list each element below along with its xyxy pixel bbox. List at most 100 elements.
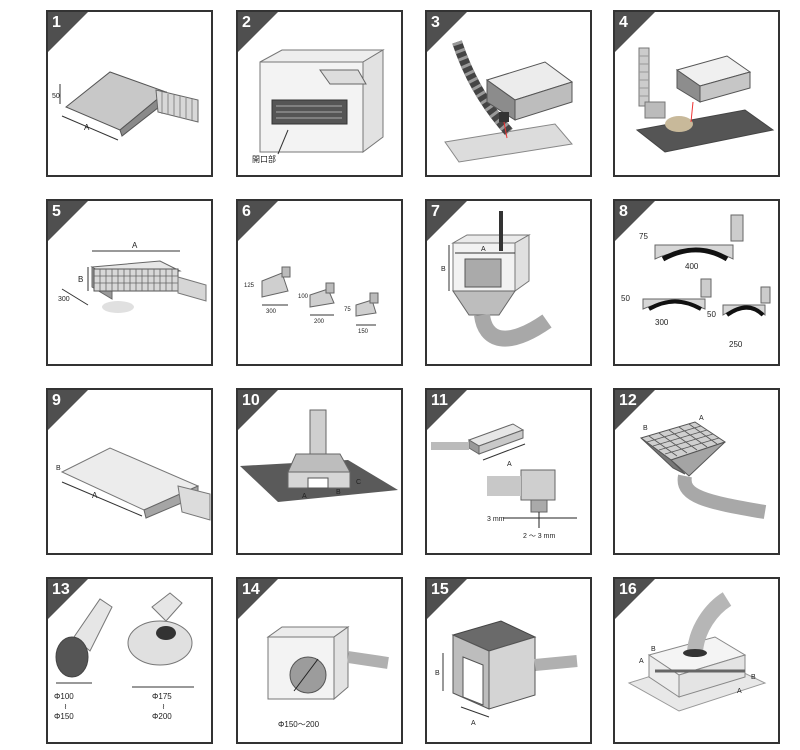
width-1-label: 400 (685, 262, 699, 271)
dim-side-label: 50 (52, 93, 60, 100)
panel-10: A B C 10 (236, 388, 403, 555)
diameter-2-range-mark: ≀ (162, 702, 165, 711)
height-2-label: 100 (298, 294, 309, 300)
dim-a-label: A (132, 241, 138, 250)
panel-number: 3 (431, 14, 440, 31)
panel-number-corner (427, 390, 467, 430)
diameter-1-range-mark: ≀ (64, 702, 67, 711)
dim-a-label: A (84, 123, 90, 132)
panel-number-corner (238, 579, 278, 619)
panel-number: 2 (242, 14, 251, 31)
gap-1-label: 3 mm (487, 516, 505, 523)
panel-number-corner (427, 12, 467, 52)
enclosure-hood-illustration: 開口部 (252, 49, 385, 164)
panel-15: B A 15 (425, 577, 592, 744)
panel-number: 10 (242, 392, 260, 409)
opening-label: 開口部 (252, 154, 276, 164)
flat-slot-hood-illustration: 50 A (52, 71, 199, 141)
dim-b-right-label: B (751, 674, 756, 681)
panel-number-corner (427, 579, 467, 619)
grille-hood-illustration: A B 300 (58, 241, 207, 313)
duct-and-laser-illustration (635, 47, 775, 153)
dim-a-label: A (302, 493, 307, 500)
diameter-2-min-label: Φ175 (152, 692, 172, 701)
width-3-label: 150 (358, 329, 369, 335)
panel-number-corner (238, 12, 278, 52)
height-1-label: 125 (244, 283, 255, 289)
panel-1: 50 A 1 (46, 10, 213, 177)
gap-2-label: 2 ～ 3 mm (523, 533, 555, 540)
panel-number: 12 (619, 392, 637, 409)
width-2-label: 300 (655, 318, 669, 327)
height-2-label: 50 (621, 294, 630, 303)
panel-number-corner (48, 201, 88, 241)
dim-b-label: B (435, 670, 440, 677)
long-slot-hood-illustration: B A (56, 447, 211, 521)
panel-7: A B 7 (425, 199, 592, 366)
panel-number: 6 (242, 203, 251, 220)
panel-6: 125 300 100 200 75 150 6 (236, 199, 403, 366)
diameter-1-min-label: Φ100 (54, 692, 74, 701)
diameter-1-max-label: Φ150 (54, 712, 74, 721)
panel-number-corner (615, 201, 655, 241)
panel-number: 16 (619, 581, 637, 598)
panel-13: Φ100 ≀ Φ150 Φ175 ≀ Φ200 13 (46, 577, 213, 744)
dim-a-label: A (471, 720, 476, 727)
width-3-label: 250 (729, 340, 743, 349)
panel-number: 8 (619, 203, 628, 220)
panel-number: 5 (52, 203, 61, 220)
panel-number-corner (48, 579, 88, 619)
panel-5: A B 300 5 (46, 199, 213, 366)
panel-11: A 3 mm 2 ～ 3 mm 11 (425, 388, 592, 555)
box-hood-with-duct-illustration: A B (441, 211, 552, 347)
panel-number: 11 (431, 392, 448, 409)
diameter-2-max-label: Φ200 (152, 712, 172, 721)
slot-box-hood-illustration: B A B A (627, 592, 767, 712)
panel-number-corner (615, 579, 655, 619)
canopy-hood-illustration: A B C (240, 409, 398, 502)
dim-b-label: B (336, 489, 341, 496)
panel-4: 4 (613, 10, 780, 177)
panel-12: B A 12 (613, 388, 780, 555)
width-1-label: 300 (266, 309, 277, 315)
dim-side-label: B (56, 465, 61, 472)
dim-b-label: B (78, 275, 83, 284)
dim-a-label: A (92, 491, 98, 500)
panel-16: B A B A 16 (613, 577, 780, 744)
width-2-label: 200 (314, 319, 325, 325)
panel-number-corner (238, 201, 278, 241)
panel-number-corner (615, 12, 655, 52)
panel-number: 13 (52, 581, 70, 598)
panel-number: 9 (52, 392, 61, 409)
panel-number: 1 (52, 14, 61, 31)
dim-a-label: A (481, 246, 486, 253)
downdraft-grid-hood-illustration: B A (639, 415, 767, 519)
dim-a-right-label: A (737, 688, 742, 695)
panel-8: 75 400 50 300 50 250 8 (613, 199, 780, 366)
round-hoods-illustration: Φ100 ≀ Φ150 Φ175 ≀ Φ200 (54, 592, 194, 721)
height-3-label: 75 (344, 307, 351, 313)
tunnel-hood-illustration: B A (435, 620, 578, 727)
panel-2: 開口部 2 (236, 10, 403, 177)
dim-c-label: C (356, 479, 361, 486)
dim-b-label: B (441, 266, 446, 273)
panel-number: 14 (242, 581, 260, 598)
panel-number-corner (427, 201, 467, 241)
diameter-label: Φ150～200 (278, 720, 320, 729)
arched-hoods-illustration: 75 400 50 300 50 250 (621, 214, 771, 349)
dim-a-left-label: A (639, 658, 644, 665)
dim-a-label: A (699, 415, 704, 422)
transparent-box-hood-illustration: Φ150～200 (266, 626, 389, 729)
panel-number: 7 (431, 203, 440, 220)
dim-a-label: A (507, 461, 512, 468)
panel-number-corner (615, 390, 655, 430)
panel-number: 15 (431, 581, 449, 598)
three-size-hoods-illustration: 125 300 100 200 75 150 (244, 266, 379, 335)
panel-number: 4 (619, 14, 628, 31)
dim-b-top-label: B (651, 646, 656, 653)
panel-14: Φ150～200 14 (236, 577, 403, 744)
slot-nozzle-gap-illustration: A 3 mm 2 ～ 3 mm (431, 423, 577, 540)
height-3-label: 50 (707, 310, 716, 319)
panel-number-corner (48, 12, 88, 52)
panel-3: 3 (425, 10, 592, 177)
